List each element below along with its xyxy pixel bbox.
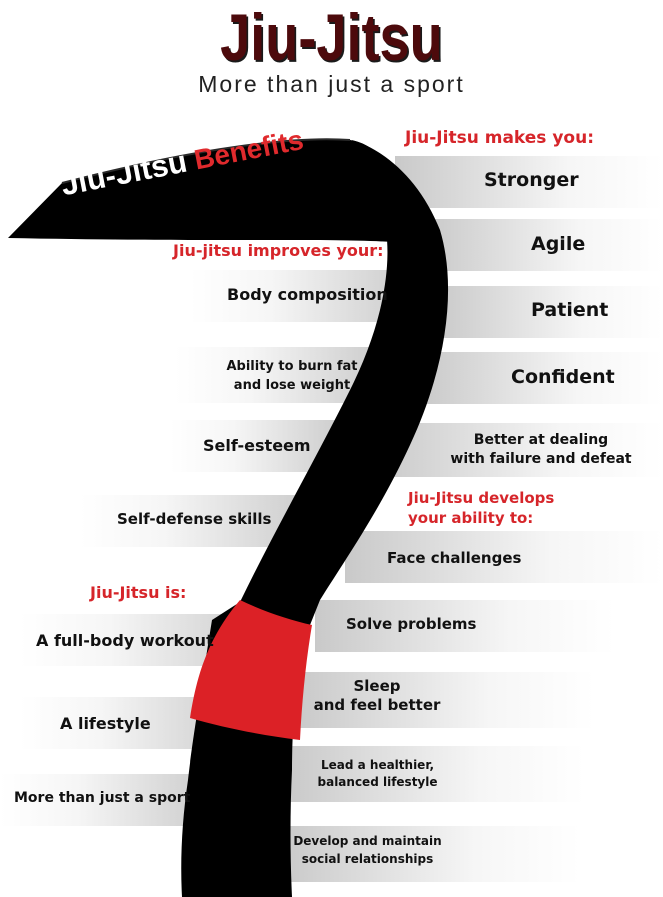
heading-is: Jiu-Jitsu is: [90,583,187,602]
bar-lead-healthier [285,746,585,802]
bar-face-challenges [345,531,663,583]
item-lead-healthier-line2: balanced lifestyle [317,775,438,789]
item-lifestyle: A lifestyle [60,714,151,733]
bar-stronger [395,156,663,208]
item-lead-healthier: Lead a healthier, balanced lifestyle [300,757,455,791]
page-title: Jiu-Jitsu [220,0,443,74]
item-develop-maintain: Develop and maintain social relationship… [285,832,450,868]
heading-develops-line1: Jiu-Jitsu develops [408,489,555,507]
heading-develops: Jiu-Jitsu develops your ability to: [408,488,554,528]
item-sleep: Sleep and feel better [302,677,452,715]
item-stronger: Stronger [484,169,579,191]
item-develop-maintain-line1: Develop and maintain [293,834,442,848]
item-solve-problems: Solve problems [346,615,477,633]
bar-better-dealing [375,423,663,477]
belt-red-stripe [190,600,312,740]
item-develop-maintain-line2: social relationships [301,852,434,866]
item-sleep-line1: Sleep [353,677,401,695]
bar-patient [435,286,663,338]
item-self-esteem: Self-esteem [203,436,311,455]
item-ability-burn: Ability to burn fat and lose weight [212,357,372,395]
item-self-defense: Self-defense skills [117,510,272,528]
bar-agile [425,219,663,271]
bar-more-than-sport [0,774,220,826]
item-better-dealing-line1: Better at dealing [473,432,609,448]
item-confident: Confident [511,366,615,388]
bar-sleep [295,672,595,728]
heading-makes-you: Jiu-Jitsu makes you: [405,128,594,148]
bar-develop-maintain [280,826,580,882]
item-sleep-line2: and feel better [313,696,441,714]
item-full-body-workout: A full-body workout [36,631,214,650]
belt-banner-shape [8,139,395,242]
item-more-than-sport: More than just a sport [14,790,191,806]
item-ability-burn-line1: Ability to burn fat [226,359,358,374]
heading-develops-line2: your ability to: [408,509,534,527]
bar-solve-problems [315,600,615,652]
page-subtitle: More than just a sport [198,71,465,97]
item-body-composition: Body composition [227,285,388,304]
bar-confident [420,352,663,404]
item-patient: Patient [531,299,609,321]
item-agile: Agile [531,233,586,255]
item-better-dealing: Better at dealing with failure and defea… [441,431,641,469]
item-face-challenges: Face challenges [387,549,522,567]
item-ability-burn-line2: and lose weight [233,378,351,393]
belt-banner-edge [61,138,351,184]
item-lead-healthier-line1: Lead a healthier, [320,758,435,772]
item-better-dealing-line2: with failure and defeat [450,451,632,467]
heading-improves-your: Jiu-jitsu improves your: [173,241,384,260]
